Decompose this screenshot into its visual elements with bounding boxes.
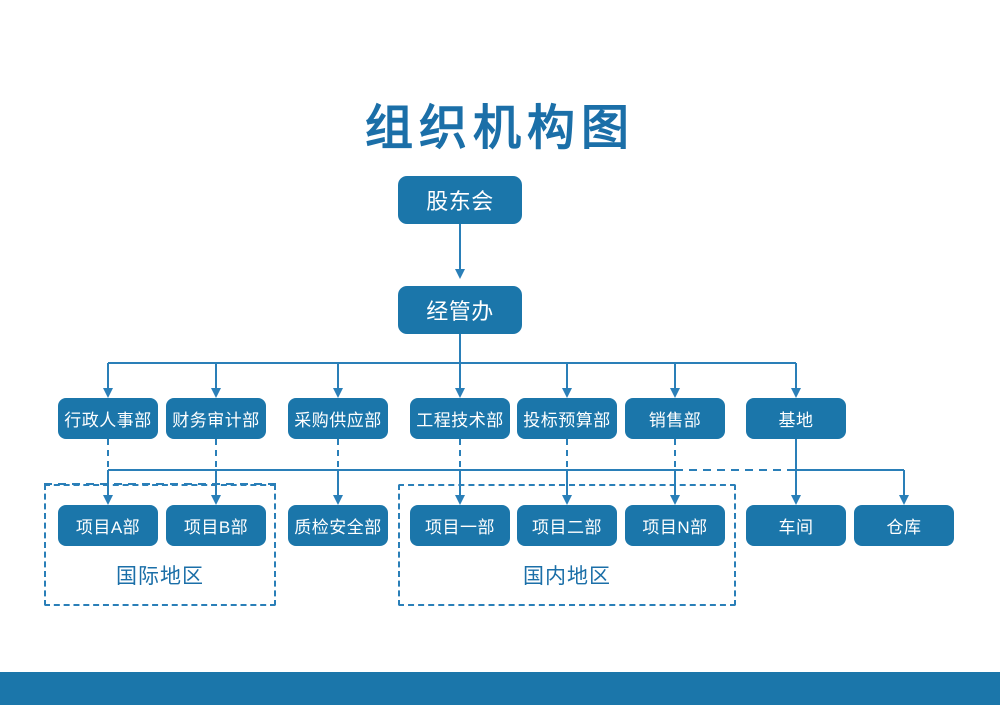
group-box-domestic — [398, 484, 736, 606]
node-base[interactable]: 基地 — [746, 398, 846, 439]
node-quality-safety-department[interactable]: 质检安全部 — [288, 505, 388, 546]
node-admin-hr-department[interactable]: 行政人事部 — [58, 398, 158, 439]
group-label-domestic: 国内地区 — [523, 565, 611, 588]
node-project-a-department[interactable]: 项目A部 — [58, 505, 158, 546]
node-project-one-department[interactable]: 项目一部 — [410, 505, 510, 546]
node-workshop[interactable]: 车间 — [746, 505, 846, 546]
node-engineering-technology-department[interactable]: 工程技术部 — [410, 398, 510, 439]
node-project-n-department[interactable]: 项目N部 — [625, 505, 725, 546]
footer-bar — [0, 672, 1000, 705]
node-management-office[interactable]: 经管办 — [398, 286, 522, 334]
group-box-international — [44, 484, 276, 606]
node-warehouse[interactable]: 仓库 — [854, 505, 954, 546]
node-shareholders-meeting[interactable]: 股东会 — [398, 176, 522, 224]
node-procurement-supply-department[interactable]: 采购供应部 — [288, 398, 388, 439]
node-project-b-department[interactable]: 项目B部 — [166, 505, 266, 546]
node-finance-audit-department[interactable]: 财务审计部 — [166, 398, 266, 439]
node-bidding-budget-department[interactable]: 投标预算部 — [517, 398, 617, 439]
group-label-international: 国际地区 — [116, 565, 204, 588]
node-project-two-department[interactable]: 项目二部 — [517, 505, 617, 546]
page-title: 组织机构图 — [364, 102, 635, 155]
node-sales-department[interactable]: 销售部 — [625, 398, 725, 439]
